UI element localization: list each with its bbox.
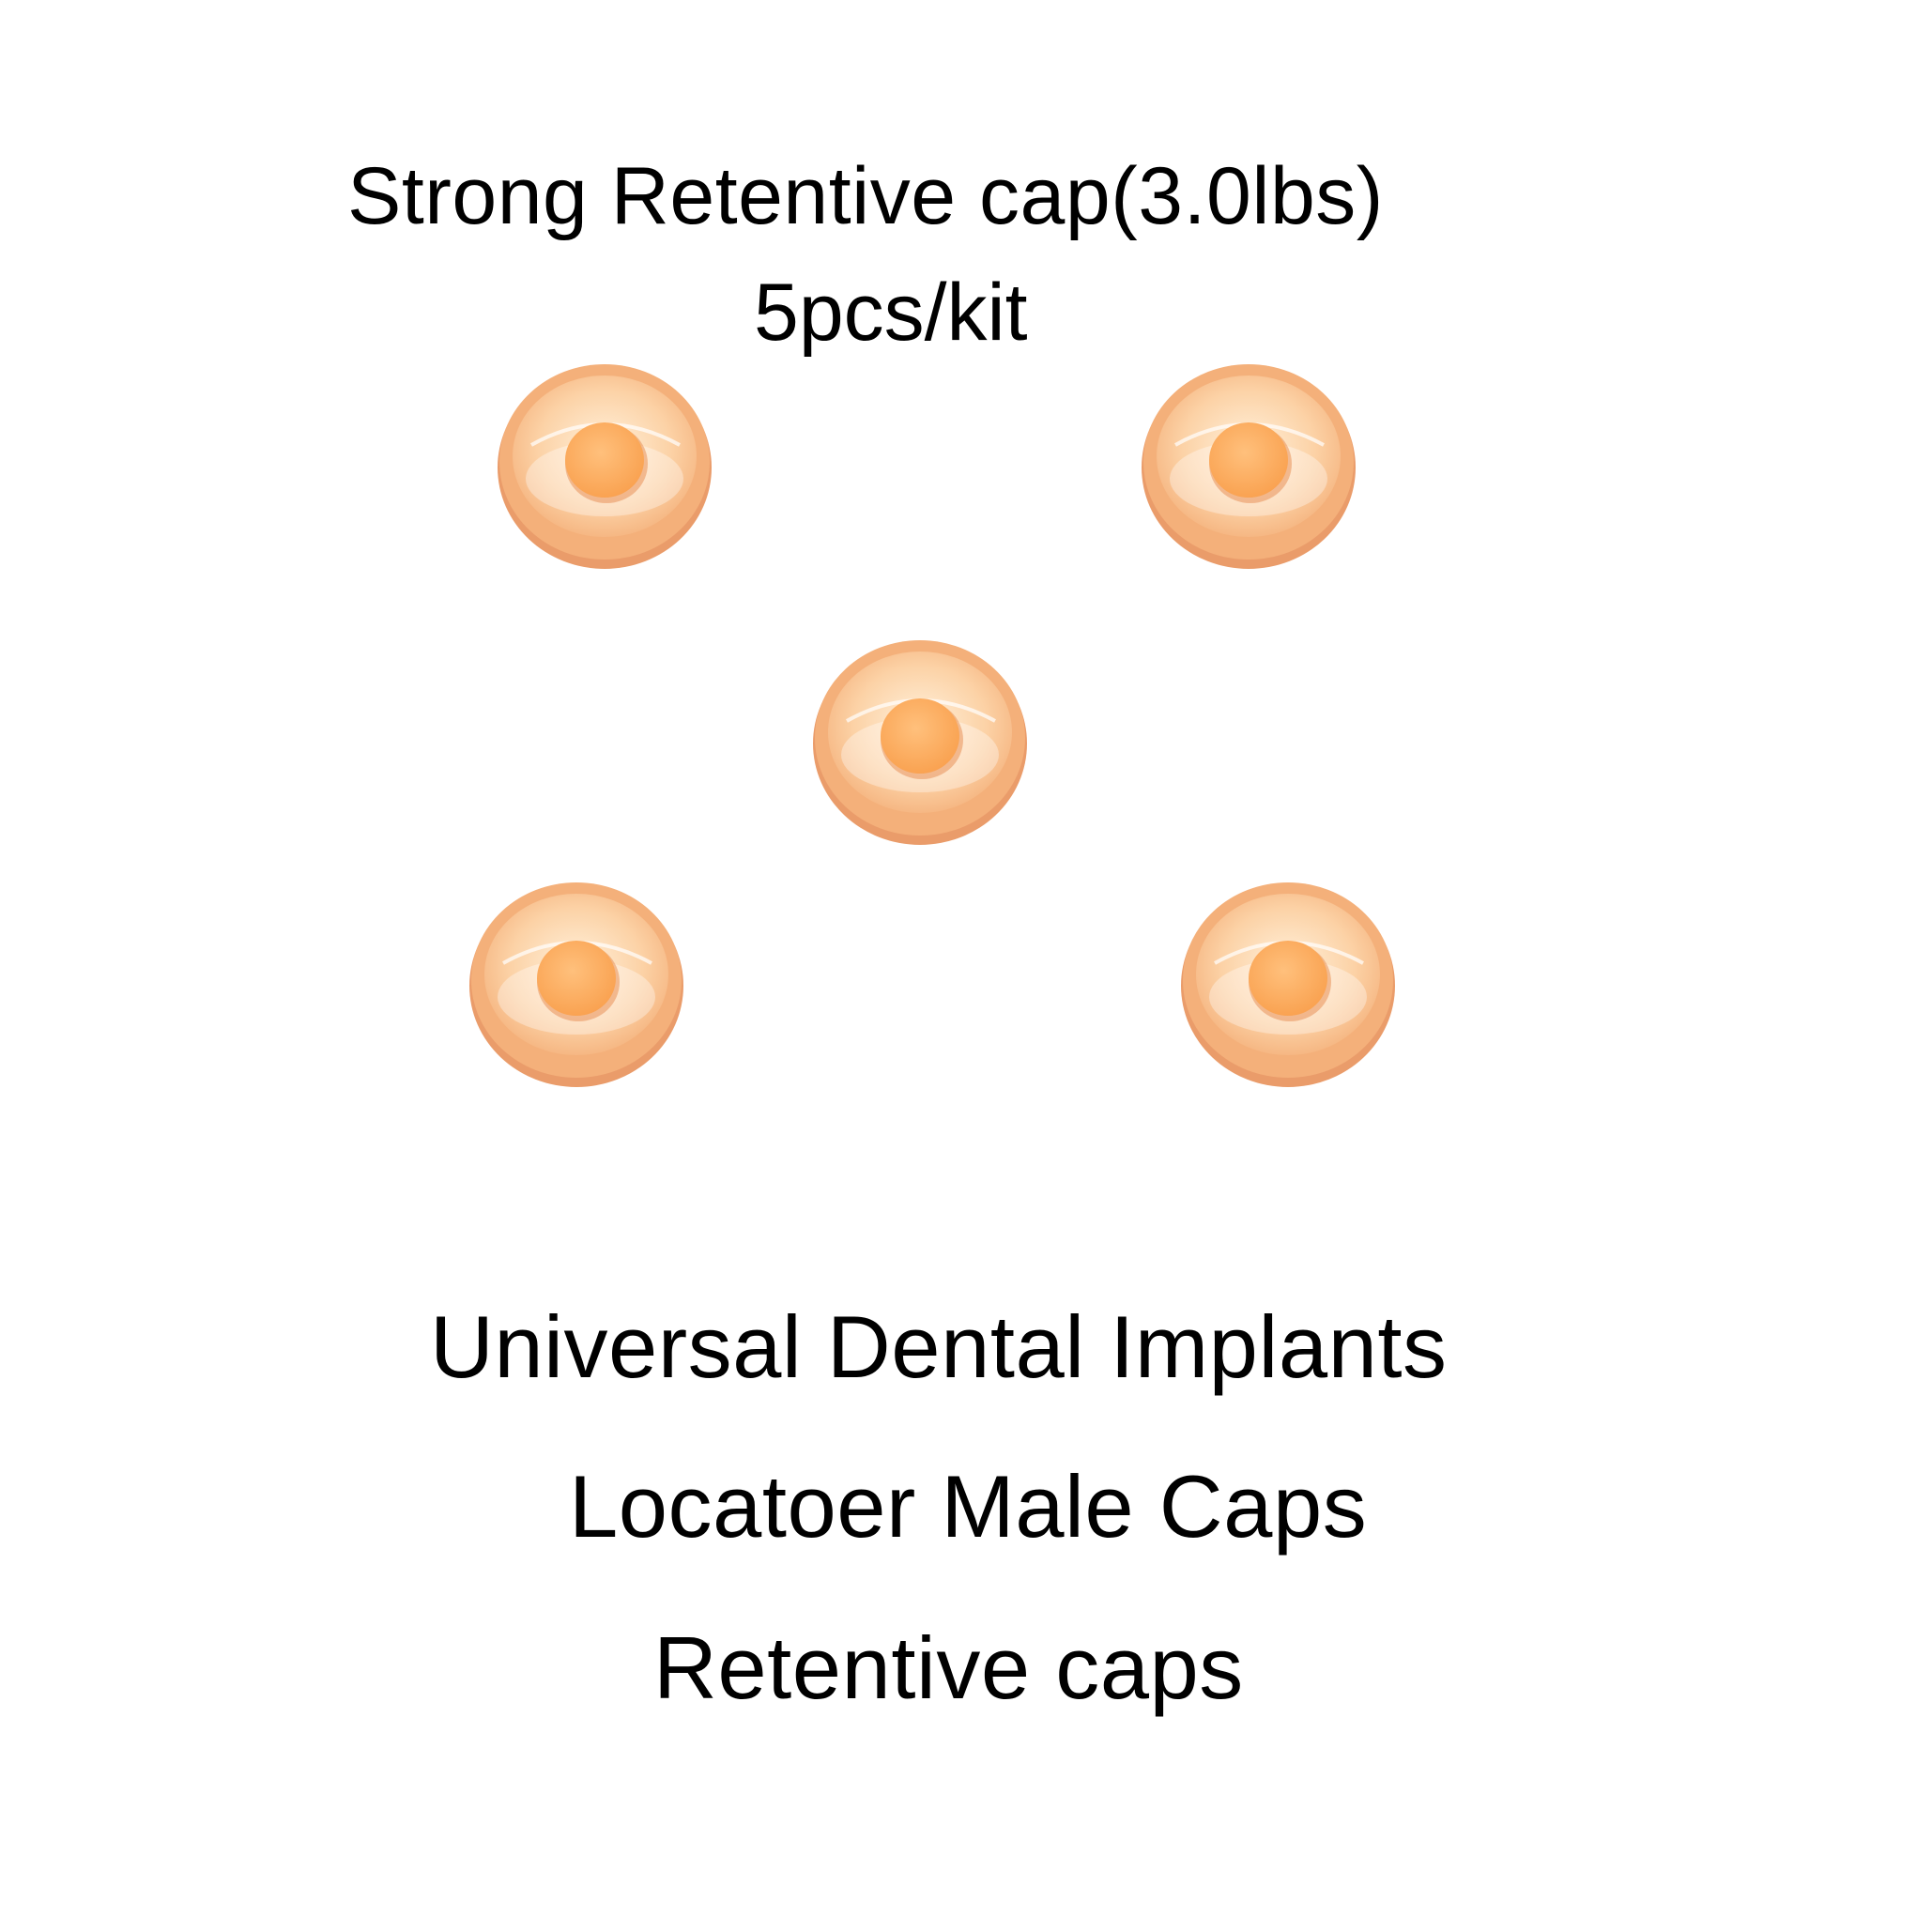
title-line-1: Strong Retentive cap(3.0lbs) xyxy=(347,151,1384,241)
retentive-cap-icon xyxy=(1179,877,1397,1089)
description-line-1: Universal Dental Implants xyxy=(430,1297,1448,1396)
retentive-cap-icon xyxy=(811,635,1029,847)
retentive-cap-icon xyxy=(468,877,685,1089)
description-line-2: Locatoer Male Caps xyxy=(569,1457,1368,1556)
title-line-2: 5pcs/kit xyxy=(754,268,1028,358)
description-line-3: Retentive caps xyxy=(653,1618,1244,1717)
retentive-cap-icon xyxy=(496,359,713,571)
retentive-cap-icon xyxy=(1140,359,1357,571)
